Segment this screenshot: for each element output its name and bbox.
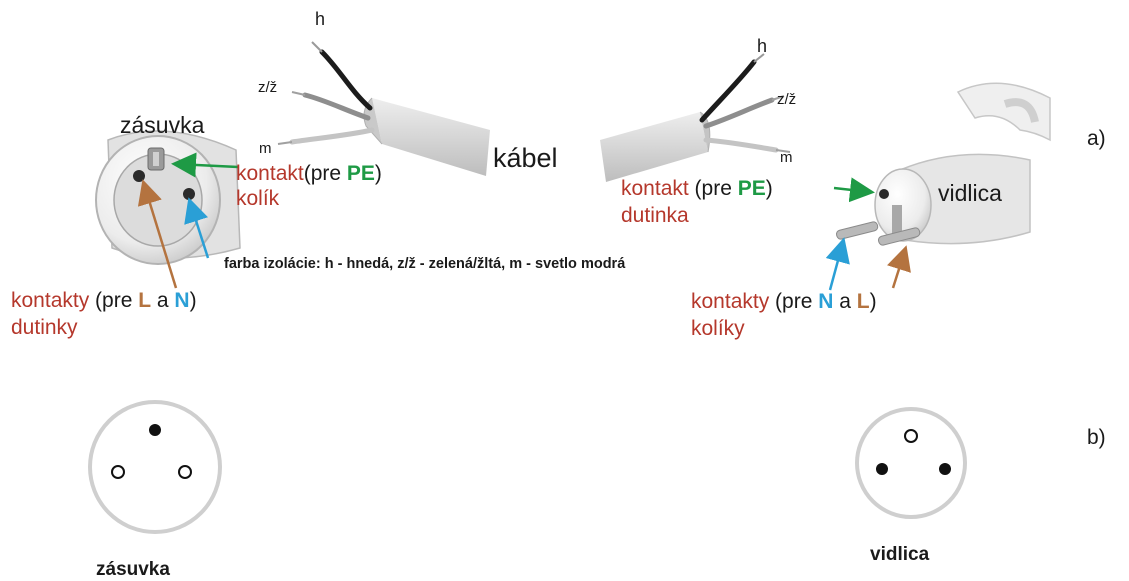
socket-symbol-caption: zásuvka bbox=[96, 559, 170, 580]
socket-pe-contact: kontakt bbox=[236, 162, 304, 185]
pe-arrow-socket bbox=[171, 152, 239, 178]
wire-left-zz: z/ž bbox=[258, 79, 278, 96]
socket-ln-open: (pre bbox=[89, 289, 139, 312]
plug-symbol-caption: vidlica bbox=[870, 544, 930, 565]
plug-pe-type: dutinka bbox=[621, 204, 689, 227]
pe-arrow-plug bbox=[833, 177, 875, 203]
plug-illustration bbox=[836, 82, 1051, 246]
plug-symbol bbox=[855, 407, 967, 519]
plug-pe-word: PE bbox=[737, 177, 766, 200]
plug-pe-open: (pre bbox=[688, 177, 738, 200]
part-b-label-text: b) bbox=[1087, 426, 1106, 449]
plug-ln-and: a bbox=[833, 290, 857, 313]
cable-title: kábel bbox=[493, 143, 558, 173]
cable-left-illustration bbox=[277, 41, 490, 176]
socket-pe-word: PE bbox=[346, 162, 375, 185]
socket-ln-label: kontakty (pre L a N) bbox=[11, 290, 197, 311]
wire-right-m: m bbox=[780, 149, 793, 166]
socket-title: zásuvka bbox=[120, 112, 205, 138]
wire-right-zz: z/ž bbox=[777, 91, 797, 108]
socket-symbol bbox=[88, 400, 222, 534]
socket-pe-type: kolík bbox=[236, 187, 280, 210]
n-arrow-socket bbox=[184, 197, 210, 259]
wire-left-h: h bbox=[315, 9, 326, 29]
socket-pe-close: ) bbox=[374, 162, 382, 185]
socket-ln-and: a bbox=[151, 289, 175, 312]
plug-title: vidlica bbox=[938, 180, 1002, 206]
socket-ln-L: L bbox=[138, 289, 152, 312]
part-a-label: a) bbox=[1087, 127, 1106, 150]
plug-pe-close: ) bbox=[765, 177, 773, 200]
socket-ln-close: ) bbox=[189, 289, 197, 312]
wire-right-h: h bbox=[757, 36, 768, 56]
plug-ln-type: kolíky bbox=[691, 317, 745, 340]
insulation-note: farba izolácie: h - hnedá, z/ž - zelená/… bbox=[224, 256, 626, 272]
plug-ln-label: kontakty (pre N a L) bbox=[691, 291, 877, 312]
socket-ln-contacts: kontakty bbox=[11, 289, 90, 312]
plug-pe-label: kontakt (pre PE) bbox=[621, 178, 773, 199]
socket-ln-N: N bbox=[174, 289, 190, 312]
plug-ln-close: ) bbox=[869, 290, 877, 313]
socket-pe-label: kontakt(pre PE) bbox=[236, 163, 382, 184]
n-arrow-plug bbox=[825, 237, 850, 291]
plug-ln-N: N bbox=[818, 290, 834, 313]
socket-illustration bbox=[95, 130, 241, 265]
socket-ln-type: dutinky bbox=[11, 316, 78, 339]
l-arrow-socket bbox=[137, 179, 178, 289]
l-arrow-plug bbox=[887, 245, 911, 289]
plug-pe-contact: kontakt bbox=[621, 177, 689, 200]
socket-pe-open: (pre bbox=[303, 162, 347, 185]
plug-ln-L: L bbox=[856, 290, 870, 313]
plug-ln-contacts: kontakty bbox=[691, 290, 770, 313]
plug-ln-open: (pre bbox=[769, 290, 819, 313]
wire-left-m: m bbox=[259, 140, 272, 157]
cable-right-illustration bbox=[600, 53, 791, 182]
